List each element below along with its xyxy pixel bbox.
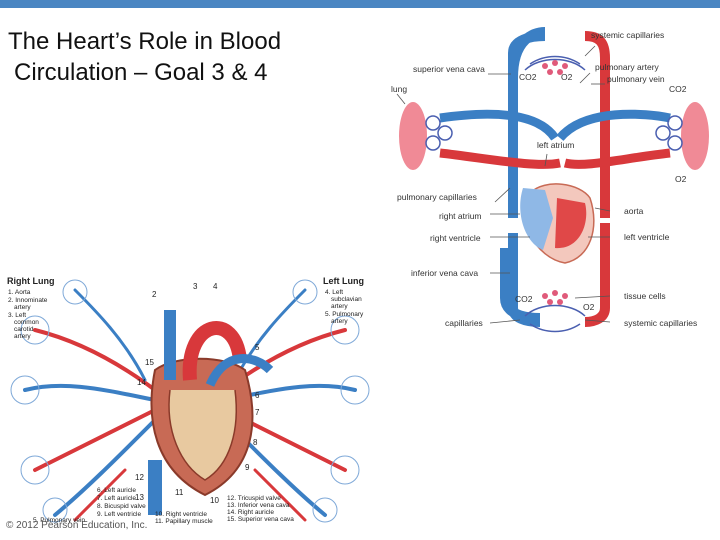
right-heart-chambers	[520, 188, 553, 250]
aorta-arch	[182, 321, 247, 381]
left-lung-item: artery	[331, 318, 348, 325]
pulmonary-capillary-mesh	[425, 115, 683, 151]
lung-left-shape	[399, 102, 427, 170]
gas-o2-right: O2	[675, 174, 687, 184]
left-lung-item: artery	[331, 303, 348, 310]
gas-o2-top: O2	[561, 72, 573, 82]
heart-legend: 6. Left auricle 7. Left auricle 8. Bicus…	[33, 487, 294, 525]
legend-item: 6. Left auricle	[97, 487, 136, 494]
callout-number: 14	[137, 378, 146, 387]
top-accent-bar	[0, 0, 720, 8]
inferior-vena-cava-path	[508, 233, 541, 327]
label-systemic-capillaries-bottom: systemic capillaries	[624, 318, 697, 328]
label-systemic-capillaries-top: systemic capillaries	[591, 30, 664, 40]
right-lung-legend: 1. Aorta 2. Innominate artery 3. Left co…	[8, 289, 48, 340]
left-lung-item: 4. Left	[325, 289, 343, 296]
label-lung: lung	[391, 84, 407, 94]
label-left-atrium: left atrium	[537, 140, 574, 150]
legend-item: 7. Left auricle	[97, 495, 136, 502]
superior-vena-cava-path	[508, 31, 546, 218]
left-lung-title: Left Lung	[323, 276, 364, 286]
circulation-diagram: systemic capillaries superior vena cava …	[391, 27, 709, 333]
callout-number: 10	[210, 496, 219, 505]
diagram-labels: systemic capillaries superior vena cava …	[391, 30, 697, 328]
legend-item: 14. Right auricle	[227, 509, 274, 516]
legend-item: 9. Left ventricle	[97, 511, 141, 518]
gas-o2-bottom: O2	[583, 302, 595, 312]
tissue-cells	[542, 60, 568, 305]
slide-title: The Heart’s Role in Blood Circulation – …	[8, 26, 378, 88]
label-right-ventricle: right ventricle	[430, 233, 481, 243]
callout-number: 3	[193, 282, 198, 291]
legend-item: 11. Papillary muscle	[155, 518, 213, 525]
gas-labels: CO2 O2 CO2 O2 CO2 O2	[515, 72, 687, 312]
heart-callouts: 2 3 4 5 6 7 8 9 10 11 12 13 14 15	[135, 282, 260, 505]
left-lung-item: subclavian	[331, 296, 362, 303]
legend-item: 15. Superior vena cava	[227, 516, 294, 523]
leader-lines	[396, 45, 611, 324]
aorta-path-top	[584, 31, 610, 218]
callout-number: 12	[135, 473, 144, 482]
heart-chambers	[168, 389, 237, 481]
pulmonary-artery-vessel	[205, 354, 274, 387]
right-lung-item: 2. Innominate	[8, 297, 48, 304]
callout-number: 2	[152, 290, 157, 299]
pulmonary-vein-right	[563, 148, 671, 169]
label-text: systemic capillaries	[591, 30, 664, 40]
callout-number: 4	[213, 282, 218, 291]
pulmonary-artery-left	[439, 109, 559, 141]
label-pulmonary-vein: pulmonary vein	[607, 74, 665, 84]
right-lung-item: artery	[14, 333, 31, 340]
label-tissue-cells: tissue cells	[624, 291, 666, 301]
legend-item: 13. Inferior vena cava	[227, 502, 290, 509]
label-pulmonary-capillaries: pulmonary capillaries	[397, 192, 477, 202]
heart-lungs-figure: Right Lung Left Lung 1. Aorta 2. Innomin…	[7, 276, 370, 525]
label-left-ventricle: left ventricle	[624, 232, 670, 242]
label-aorta: aorta	[624, 206, 644, 216]
callout-number: 9	[245, 463, 250, 472]
label-right-atrium: right atrium	[439, 211, 482, 221]
right-lung-branches	[23, 288, 157, 522]
legend-item: 12. Tricuspid valve	[227, 495, 281, 502]
systemic-capillary-mesh	[524, 55, 586, 333]
callout-number: 11	[175, 488, 184, 497]
right-lung-item: common	[14, 319, 39, 326]
legend-item: 10. Right ventricle	[155, 511, 207, 518]
slide-title-line2: Circulation – Goal 3 & 4	[14, 59, 268, 86]
gas-co2-top: CO2	[519, 72, 537, 82]
left-lung-item: 5. Pulmonary	[325, 311, 364, 318]
callout-number: 7	[255, 408, 260, 417]
callout-number: 6	[255, 391, 260, 400]
slide-title-line1: The Heart’s Role in Blood	[8, 28, 282, 55]
gas-co2-bottom: CO2	[515, 294, 533, 304]
callout-number: 5	[255, 343, 260, 352]
legend-item: 8. Bicuspid valve	[97, 503, 146, 510]
aorta-path-bottom	[584, 223, 610, 327]
callout-number: 8	[253, 438, 258, 447]
legend-item: 5. Pulmonary vein	[33, 517, 85, 524]
right-lung-item: 1. Aorta	[8, 289, 31, 296]
right-lung-item: 3. Left	[8, 312, 26, 319]
callout-number: 13	[135, 493, 144, 502]
lung-capillary-clusters	[10, 279, 370, 523]
pulmonary-artery-right	[556, 109, 671, 142]
callout-number: 15	[145, 358, 154, 367]
label-capillaries: capillaries	[445, 318, 483, 328]
label-superior-vena-cava: superior vena cava	[413, 64, 485, 74]
lung-right-shape	[681, 102, 709, 170]
left-heart-chambers	[555, 198, 587, 249]
right-lung-item: artery	[14, 304, 31, 311]
label-pulmonary-artery: pulmonary artery	[595, 62, 660, 72]
copyright-notice: © 2012 Pearson Education, Inc.	[6, 520, 148, 531]
left-lung-legend: 4. Left subclavian artery 5. Pulmonary a…	[325, 289, 364, 325]
right-lung-item: carotid	[14, 326, 34, 333]
gas-co2-right: CO2	[669, 84, 687, 94]
right-lung-title: Right Lung	[7, 276, 54, 286]
pulmonary-vein-left	[439, 148, 561, 169]
label-inferior-vena-cava: inferior vena cava	[411, 268, 478, 278]
